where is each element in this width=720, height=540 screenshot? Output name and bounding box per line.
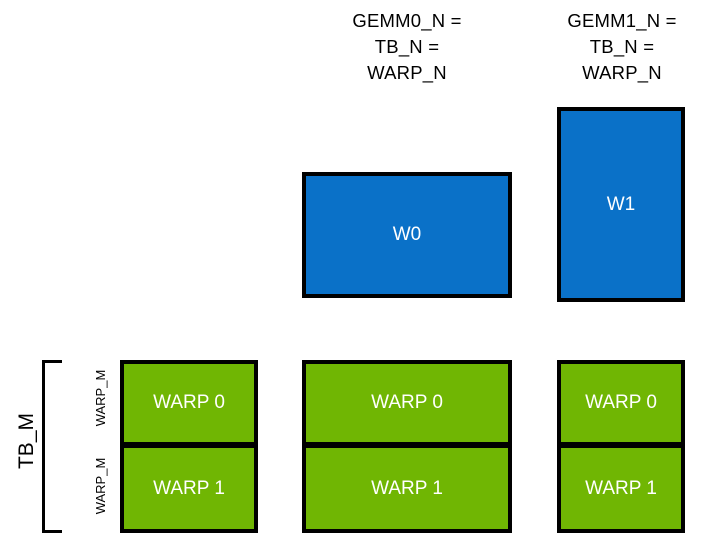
warp-cell-col2-warp1[interactable]: WARP 1 [557,444,685,533]
column-caption-gemm0: GEMM0_N = TB_N = WARP_N [352,10,462,83]
tb-m-bracket [42,360,62,533]
warp-cell-col1-warp1[interactable]: WARP 1 [302,444,512,533]
warp-cell-label: WARP 0 [585,392,657,413]
warp-cell-label: WARP 1 [585,477,657,499]
blue-block-w0-label: W0 [392,224,422,245]
warp-cell-col1-warp0[interactable]: WARP 0 [302,360,512,446]
axis-label-warp-m-top: WARP_M [92,369,108,427]
blue-block-w0[interactable]: W0 [302,172,512,298]
blue-block-w1-label: W1 [606,193,636,215]
warp-cell-col0-warp1[interactable]: WARP 1 [120,444,258,533]
warp-cell-label: WARP 0 [371,392,443,413]
blue-block-w1[interactable]: W1 [557,107,685,302]
axis-label-tb-m: TB_M [15,413,38,470]
warp-cell-label: WARP 1 [153,477,225,499]
warp-cell-label: WARP 0 [153,392,225,413]
column-caption-gemm1: GEMM1_N = TB_N = WARP_N [567,10,677,83]
axis-label-warp-m-bottom: WARP_M [92,457,108,515]
warp-cell-label: WARP 1 [371,477,443,499]
warp-cell-col2-warp0[interactable]: WARP 0 [557,360,685,446]
warp-cell-col0-warp0[interactable]: WARP 0 [120,360,258,446]
